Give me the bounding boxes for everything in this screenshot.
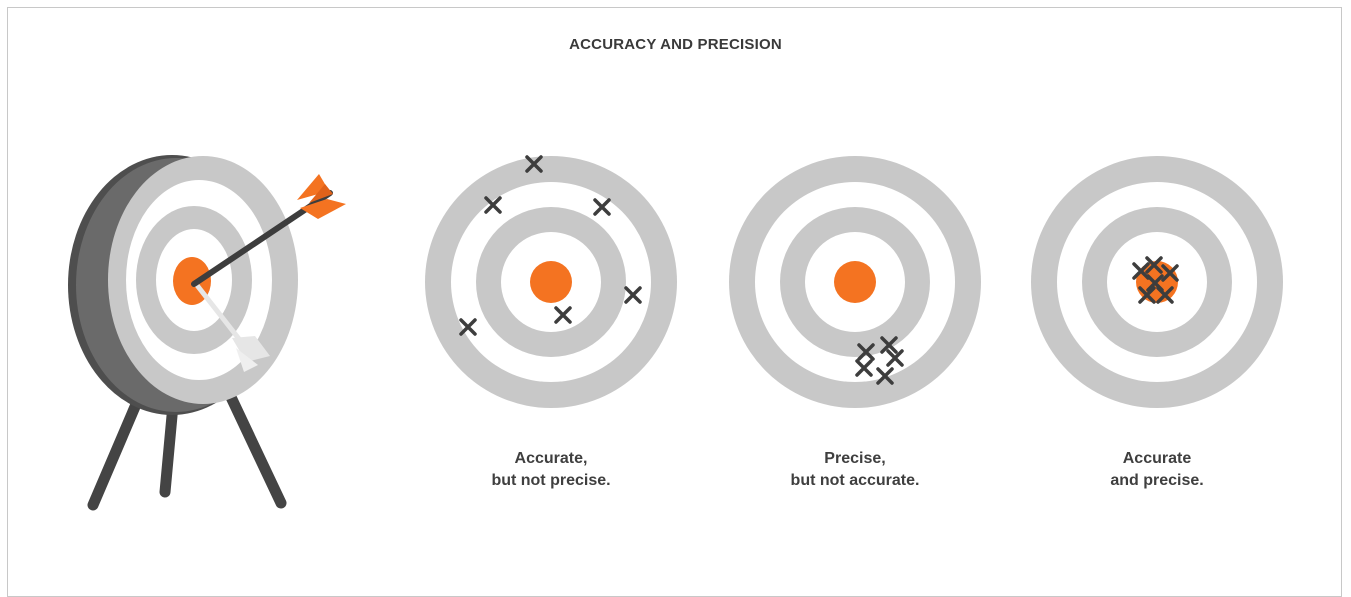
shot-marks [459,155,642,336]
caption-line-1: Accurate [1122,450,1192,467]
caption-line-2: but not precise. [491,472,611,489]
archery-target-illustration [68,155,346,511]
shot-marks [855,336,904,385]
shot-marks [1132,256,1179,304]
caption-accurate-not-precise: Accurate, but not precise. [421,448,681,492]
caption-precise-not-accurate: Precise, but not accurate. [725,448,985,492]
target-precise-not-accurate [729,156,981,408]
caption-line-1: Precise, [824,450,886,467]
caption-accurate-and-precise: Accurate and precise. [1027,448,1287,492]
caption-line-2: but not accurate. [790,472,920,489]
caption-line-2: and precise. [1110,472,1204,489]
arrow-icon [191,174,346,287]
target-accurate-not-precise [425,155,677,408]
figure-title: ACCURACY AND PRECISION [569,36,782,53]
target-accurate-and-precise [1031,156,1283,408]
archery-target-icon [68,155,298,415]
tripod-stand-icon [87,389,287,511]
caption-line-1: Accurate, [514,450,588,467]
